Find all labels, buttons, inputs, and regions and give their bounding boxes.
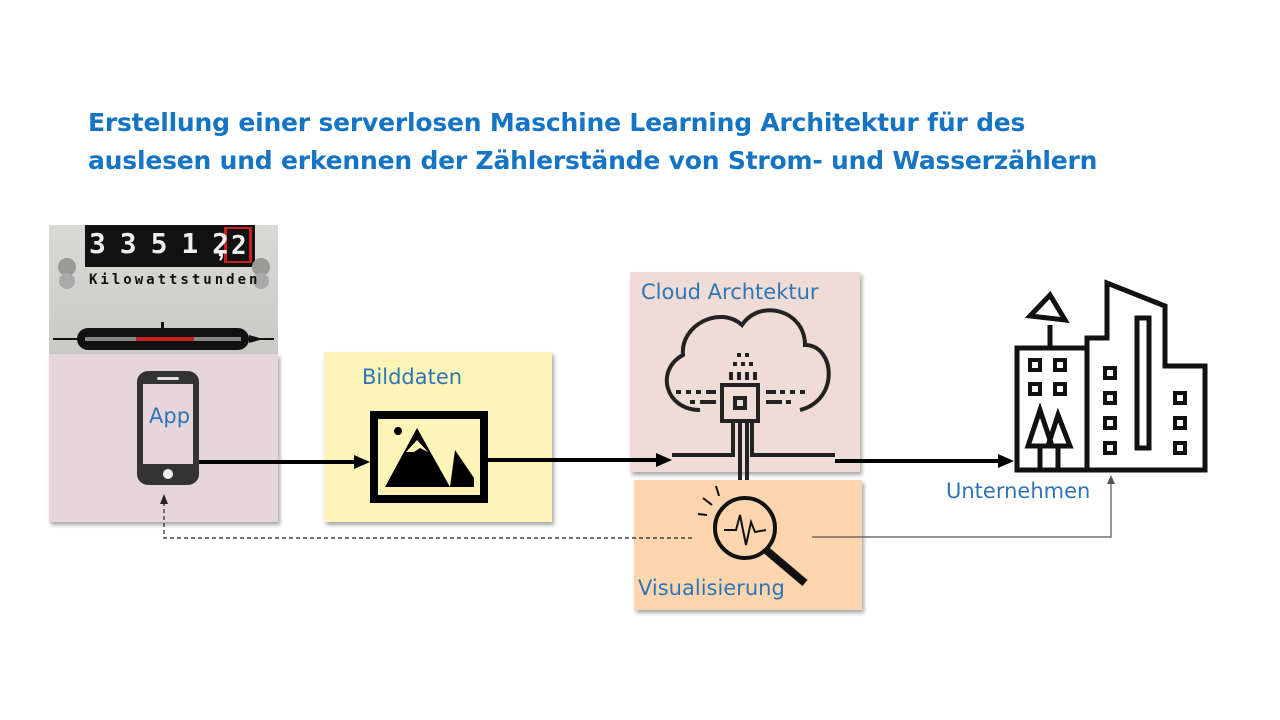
meter-digit: 5	[150, 227, 168, 260]
image-data-label: Bilddaten	[362, 365, 463, 389]
flow-arrows	[160, 453, 1115, 539]
diagram-title: Erstellung einer serverlosen Maschine Le…	[88, 104, 1097, 180]
title-line-2: auslesen und erkennen der Zählerstände v…	[88, 146, 1098, 175]
meter-decimal-separator: ,	[217, 231, 225, 262]
image-icon	[370, 411, 488, 503]
buildings-icon	[1014, 279, 1208, 473]
company-label: Unternehmen	[946, 479, 1091, 503]
visualization-label: Visualisierung	[638, 576, 785, 600]
chip-dots	[676, 353, 805, 404]
building-windows	[1028, 358, 1187, 455]
magnifier-pulse-icon	[697, 485, 808, 587]
meter-digit: 3	[119, 227, 137, 260]
meter-digit: 3	[89, 227, 106, 260]
smartphone-icon	[137, 371, 199, 485]
meter-digit: 2	[212, 227, 229, 260]
app-label: App	[149, 404, 191, 428]
image-data-node	[324, 352, 552, 522]
cloud-chip-icon	[664, 308, 835, 480]
meter-decimal-digit: 2	[231, 231, 247, 261]
cloud-label: Cloud Archtektur	[641, 280, 819, 304]
meter-illustration	[53, 225, 274, 350]
meter-unit-label: Kilowattstunden	[89, 272, 261, 288]
title-line-1: Erstellung einer serverlosen Maschine Le…	[88, 108, 1026, 137]
electricity-meter-photo: 3 3 5 1 2 , 2 Kilowattstunden	[49, 225, 278, 354]
meter-digit: 1	[181, 227, 199, 260]
